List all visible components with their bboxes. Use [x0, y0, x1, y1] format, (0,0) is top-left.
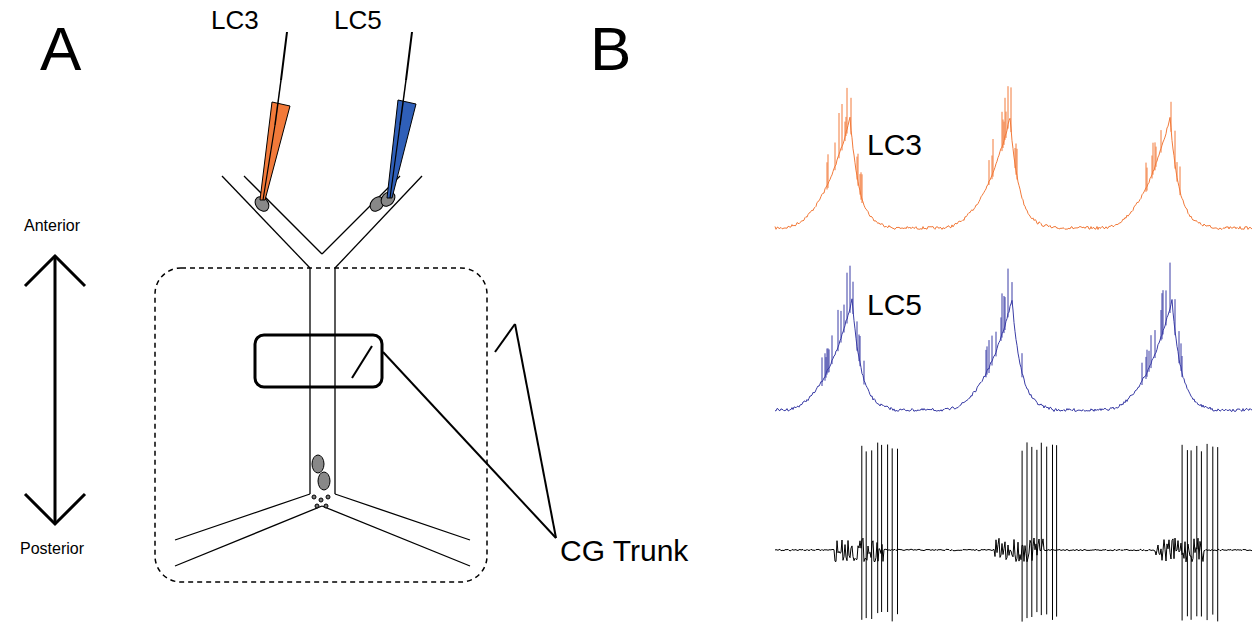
- recording-traces: [775, 86, 1252, 621]
- ganglion-region: [155, 268, 487, 582]
- trace-label: LC5: [867, 290, 922, 320]
- panel-letter: B: [590, 18, 631, 80]
- trunk-box: [255, 335, 382, 387]
- electrode-lc3: [260, 32, 290, 200]
- electrode-lc5: [387, 32, 416, 198]
- region-label: CG Trunk: [560, 536, 688, 566]
- electrode-label: LC5: [334, 7, 382, 33]
- axis-label: Anterior: [24, 218, 80, 234]
- axis-label: Posterior: [20, 541, 84, 557]
- leader-lines: [352, 324, 556, 538]
- membrane-trace: [775, 86, 1252, 229]
- nerve-outline: [175, 176, 470, 566]
- membrane-trace: [775, 263, 1252, 412]
- nerve-trace: [775, 442, 1252, 621]
- axis-arrow: [25, 256, 85, 524]
- neuron-somata: [252, 189, 397, 508]
- trace-label: LC3: [867, 130, 922, 160]
- electrode-label: LC3: [211, 7, 259, 33]
- panel-letter: A: [40, 18, 81, 80]
